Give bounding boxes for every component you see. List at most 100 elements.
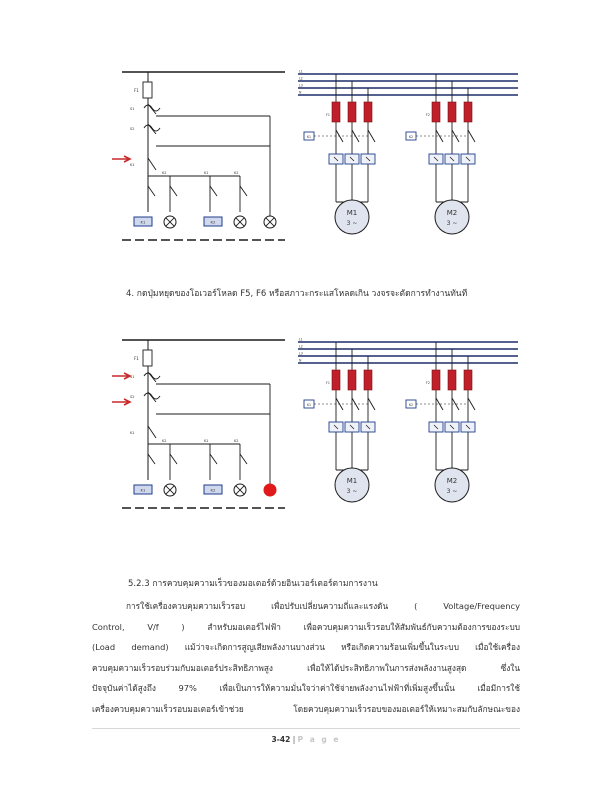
power-line-label-L2: L2 bbox=[299, 77, 303, 81]
motor-right bbox=[434, 467, 470, 503]
label-k1-top: K1 bbox=[204, 171, 209, 175]
fuse-label-right: F2 bbox=[426, 381, 430, 385]
fuse-right-1 bbox=[447, 101, 457, 123]
power-line-label-L3: L3 bbox=[299, 84, 303, 88]
lamp-h1-cross-b bbox=[165, 217, 175, 227]
main-contact-right-1 bbox=[451, 129, 460, 143]
main-contact-right-2 bbox=[467, 129, 476, 143]
branch-contact-2 bbox=[209, 453, 218, 465]
page-footer: 3-42 | P a g e bbox=[0, 735, 612, 744]
fuse-left-0 bbox=[331, 101, 341, 123]
overload-mark-left-1 bbox=[349, 424, 355, 430]
red-arrow-0 bbox=[112, 155, 132, 163]
power-line-label-L1: L1 bbox=[299, 70, 303, 74]
overload-mark-right-1 bbox=[449, 156, 455, 162]
paragraph-line: การใช้เครื่องควบคุมความเร็วรอบ เพื่อปรับ… bbox=[126, 601, 520, 611]
contactor-label-left: K1 bbox=[307, 403, 311, 407]
motor-left bbox=[334, 467, 370, 503]
branch-contact-0 bbox=[147, 453, 156, 465]
paragraph-line: Control, V/f ) สำหรับมอเตอร์ไฟฟ้า เพื่อค… bbox=[92, 621, 520, 632]
paragraph-line: เครื่องควบคุมความเร็วรอบมอเตอร์เข้าช่วย … bbox=[92, 703, 520, 714]
stop-switch-s1-label: S1 bbox=[130, 107, 134, 111]
fuse-label-left: F1 bbox=[326, 113, 330, 117]
main-contact-right-2 bbox=[467, 397, 476, 411]
motor-phase-left: 3 ~ bbox=[347, 220, 358, 227]
fuse-right-0 bbox=[431, 369, 441, 391]
red-arrow-0 bbox=[112, 372, 132, 380]
red-arrow-1 bbox=[112, 398, 132, 406]
fuse-left-1 bbox=[347, 101, 357, 123]
stop-switch-s2-blade bbox=[147, 123, 157, 135]
motor-name-right: M2 bbox=[447, 477, 458, 485]
overload-mark-left-0 bbox=[333, 424, 339, 430]
fuse-left-2 bbox=[363, 369, 373, 391]
lamp-h3-cross-b bbox=[265, 217, 275, 227]
overload-mark-right-2 bbox=[465, 424, 471, 430]
fuse-right-2 bbox=[463, 369, 473, 391]
fuse-left-1 bbox=[347, 369, 357, 391]
overload-mark-right-0 bbox=[433, 424, 439, 430]
stop-switch-s2-label: S2 bbox=[130, 127, 134, 131]
figure-caption-1: 4. กดปุ่มหยุดของโอเวอร์โหลด F5, F6 หรือส… bbox=[126, 289, 468, 299]
stop-switch-s1-blade bbox=[147, 103, 157, 115]
power-line-label-N: N bbox=[299, 359, 302, 363]
overload-mark-right-1 bbox=[449, 424, 455, 430]
main-contact-right-1 bbox=[451, 397, 460, 411]
label-k2-top: K2 bbox=[162, 171, 167, 175]
fuse-right-2 bbox=[463, 101, 473, 123]
branch-contact-3 bbox=[239, 185, 248, 197]
overload-mark-right-0 bbox=[433, 156, 439, 162]
fuse-right-1 bbox=[447, 369, 457, 391]
contact-k-blade bbox=[147, 157, 157, 171]
power-line-label-N: N bbox=[299, 91, 302, 95]
fuse-label-left: F1 bbox=[326, 381, 330, 385]
overload-mark-left-2 bbox=[365, 424, 371, 430]
section-heading: 5.2.3 การควบคุมความเร็วของมอเตอร์ด้วยอิน… bbox=[128, 579, 378, 589]
lamp-h2-cross-b bbox=[235, 485, 245, 495]
fuse-label-right: F2 bbox=[426, 113, 430, 117]
motor-left bbox=[334, 199, 370, 235]
fuse-left-0 bbox=[331, 369, 341, 391]
main-contact-right-0 bbox=[435, 129, 444, 143]
motor-name-right: M2 bbox=[447, 209, 458, 217]
overload-mark-left-1 bbox=[349, 156, 355, 162]
power-line-label-L1: L1 bbox=[299, 338, 303, 342]
motor-name-left: M1 bbox=[347, 477, 358, 485]
contactor-label-right: K2 bbox=[409, 135, 413, 139]
label-k1: K1 bbox=[130, 431, 135, 435]
fuse-right-0 bbox=[431, 101, 441, 123]
motor-phase-left: 3 ~ bbox=[347, 488, 358, 495]
main-contact-left-2 bbox=[367, 129, 376, 143]
lamp-h2-cross-b bbox=[235, 217, 245, 227]
overload-mark-left-2 bbox=[365, 156, 371, 162]
fuse-left-2 bbox=[363, 101, 373, 123]
stop-switch-s2-blade bbox=[147, 391, 157, 403]
coil-k2-label: K2 bbox=[211, 488, 216, 493]
coil-k2-label: K2 bbox=[211, 220, 216, 225]
contact-k-blade bbox=[147, 425, 157, 439]
motor-phase-right: 3 ~ bbox=[447, 488, 458, 495]
stop-switch-s2-label: S2 bbox=[130, 395, 134, 399]
label-k1: K1 bbox=[130, 163, 135, 167]
footer-separator: | bbox=[292, 735, 296, 744]
coil-k2 bbox=[203, 484, 223, 495]
branch-contact-1 bbox=[169, 185, 178, 197]
paragraph-line: ควบคุมความเร็วรอบร่วมกับมอเตอร์ประสิทธิภ… bbox=[92, 662, 520, 673]
power-line-label-L2: L2 bbox=[299, 345, 303, 349]
stop-switch-s2 bbox=[143, 124, 161, 132]
contactor-label-right: K2 bbox=[409, 403, 413, 407]
label-f1: F1 bbox=[134, 88, 139, 93]
coil-k1 bbox=[133, 216, 153, 227]
label-k2-top-2: K2 bbox=[234, 171, 239, 175]
contactor-label-left: K1 bbox=[307, 135, 311, 139]
label-k2-top-2: K2 bbox=[234, 439, 239, 443]
lamp-h3 bbox=[263, 483, 277, 497]
footer-divider bbox=[92, 728, 520, 729]
motor-name-left: M1 bbox=[347, 209, 358, 217]
branch-contact-0 bbox=[147, 185, 156, 197]
page-number: 3-42 bbox=[271, 735, 291, 744]
paragraph-line: ปัจจุบันค่าได้สูงถึง 97% เพื่อเป็นการให้… bbox=[92, 683, 520, 693]
branch-contact-3 bbox=[239, 453, 248, 465]
